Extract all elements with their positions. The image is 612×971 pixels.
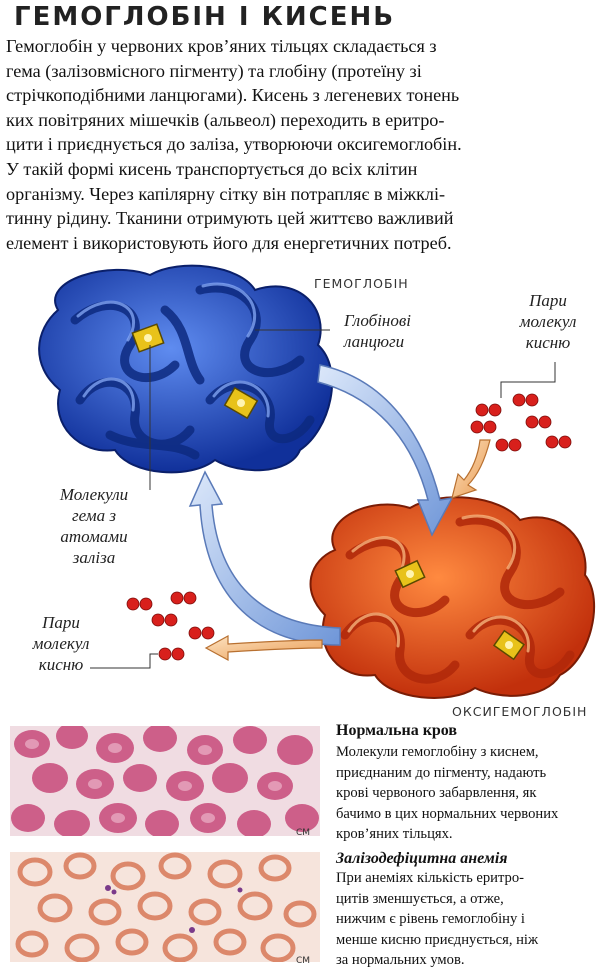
- oxygen-out-arrow-icon: [204, 634, 323, 662]
- intro-line: стрічкоподібними ланцюгами). Кисень з ле…: [6, 85, 460, 106]
- anemia-text: При анеміях кількість еритро- цитів змен…: [336, 868, 612, 971]
- oxyhemoglobin-molecule: [309, 496, 596, 699]
- text-line: менше кисню приєднується, ніж: [336, 931, 539, 948]
- arrow-to-oxyhemoglobin-icon: [317, 364, 454, 537]
- label-line: кисню: [525, 333, 571, 352]
- intro-paragraph: Гемоглобін у червоних кров’яних тільцях …: [6, 34, 612, 255]
- heme-icon: [131, 323, 165, 353]
- heme-icon: [394, 559, 426, 589]
- text-line: крові червоного забарвлення, як: [336, 785, 537, 802]
- oxyhemoglobin-label: ОКСИГЕМОГЛОБІН: [452, 704, 588, 719]
- intro-line: цити і приєднується до заліза, утворюючи…: [6, 134, 462, 155]
- label-line: Молекули: [59, 485, 129, 504]
- normal-blood-text: Молекули гемоглобіну з киснем, приєднани…: [336, 742, 612, 845]
- text-line: Молекули гемоглобіну з киснем,: [336, 744, 539, 760]
- normal-blood-photo: [10, 726, 320, 836]
- oxygen-pairs-left: [126, 591, 215, 661]
- scale-label: СМ: [296, 956, 311, 966]
- page-title: ГЕМОГЛОБІН І КИСЕНЬ: [14, 2, 396, 32]
- hemoglobin-molecule: [38, 264, 333, 474]
- text-line: бачимо в цих нормальних червоних: [336, 805, 559, 822]
- intro-line: організму. Через капілярну сітку він пот…: [6, 183, 446, 204]
- text-line: нижчим є рівень гемоглобіну і: [336, 911, 525, 928]
- label-line: заліза: [72, 548, 116, 567]
- heme-molecules-label: Молекули гема з атомами заліза: [44, 484, 144, 568]
- label-line: Пари: [529, 291, 567, 310]
- text-line: за нормальних умов.: [336, 952, 465, 969]
- oxygen-pairs-top: [470, 393, 572, 452]
- oxygen-pairs-top-label: Пари молекул кисню: [508, 290, 588, 353]
- normal-blood-title: Нормальна кров: [336, 722, 458, 739]
- anemia-blood-photo: [10, 852, 320, 962]
- heme-icon: [223, 386, 259, 420]
- globin-chains-label: Глобінові ланцюги: [344, 310, 411, 352]
- label-line: гема з: [72, 506, 116, 525]
- arrow-to-hemoglobin-icon: [188, 470, 341, 646]
- hemoglobin-label: ГЕМОГЛОБІН: [314, 276, 409, 291]
- text-line: При анеміях кількість еритро-: [336, 870, 524, 886]
- intro-line: Гемоглобін у червоних кров’яних тільцях …: [6, 36, 437, 56]
- label-line: молекул: [519, 312, 577, 331]
- intro-line: елемент і використовують його для енерге…: [6, 232, 452, 253]
- text-line: приєднаним до пігменту, надають: [336, 764, 547, 781]
- label-line: молекул: [32, 634, 90, 653]
- text-line: кров’яних тільцях.: [336, 826, 453, 843]
- label-line: Глобінові: [344, 311, 411, 330]
- heme-icon: [492, 629, 526, 661]
- label-line: Пари: [42, 613, 80, 632]
- oxygen-in-arrow-icon: [451, 439, 491, 499]
- text-line: цитів зменшується, а отже,: [336, 890, 504, 907]
- anemia-title: Залізодефіцитна анемія: [336, 850, 508, 867]
- label-line: атомами: [60, 527, 128, 546]
- hemoglobin-oxygen-diagram: [38, 264, 596, 699]
- label-line: кисню: [38, 655, 84, 674]
- scale-label: СМ: [296, 828, 311, 838]
- intro-line: тинну рідину. Тканини отримують цей житт…: [6, 208, 454, 229]
- intro-line: У такій формі кисень транспортується до …: [6, 158, 418, 179]
- intro-line: ких повітряних мішечків (альвеол) перехо…: [6, 109, 445, 130]
- intro-line: гема (залізовмісного пігменту) та глобін…: [6, 60, 422, 81]
- label-line: ланцюги: [344, 332, 405, 351]
- oxygen-pairs-left-label: Пари молекул кисню: [22, 612, 100, 675]
